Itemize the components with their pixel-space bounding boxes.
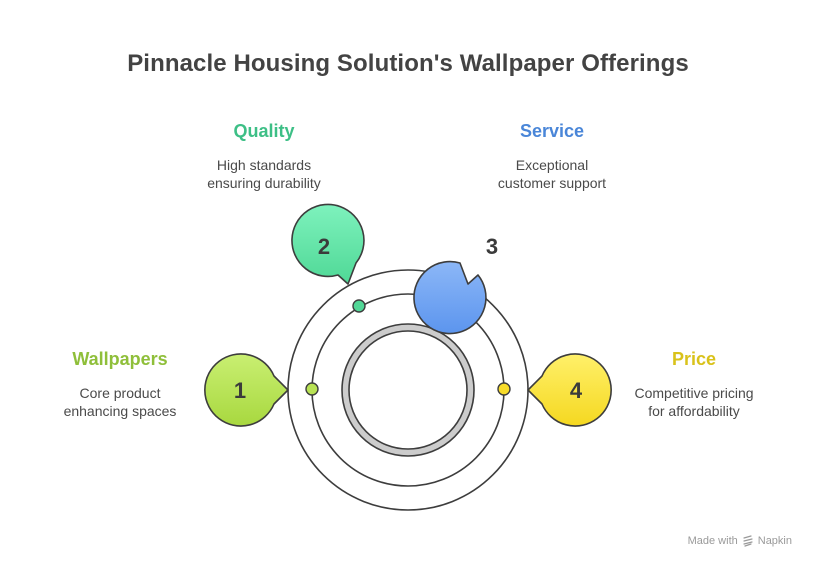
bubble-2: 2	[291, 203, 365, 285]
label-wallpapers: Wallpapers	[72, 349, 168, 369]
svg-text:3: 3	[486, 234, 498, 259]
desc-service: Exceptional customer support	[472, 156, 632, 192]
bubble-3: 3	[413, 234, 498, 335]
desc-wallpapers-line1: Core product	[79, 385, 161, 401]
dot-quality	[352, 299, 366, 313]
page-title: Pinnacle Housing Solution's Wallpaper Of…	[127, 50, 689, 77]
svg-text:1: 1	[234, 378, 246, 403]
desc-service-line2: customer support	[497, 175, 607, 191]
desc-price-line2: for affordability	[648, 403, 740, 419]
dot-price	[497, 382, 511, 396]
bubble-4: 4	[527, 353, 612, 427]
napkin-logo-icon	[743, 535, 753, 547]
desc-price-line1: Competitive pricing	[634, 385, 754, 401]
svg-text:4: 4	[570, 378, 583, 403]
label-quality: Quality	[233, 121, 295, 141]
desc-wallpapers-line2: enhancing spaces	[63, 403, 177, 419]
bubble-1: 1	[204, 353, 289, 427]
svg-text:2: 2	[318, 234, 330, 259]
label-price: Price	[671, 349, 717, 369]
desc-quality-line2: ensuring durability	[207, 175, 321, 191]
core-circle	[348, 330, 468, 450]
desc-wallpapers: Core product enhancing spaces	[40, 384, 200, 420]
made-with-text: Made with	[687, 535, 738, 547]
label-service: Service	[519, 121, 585, 141]
desc-price: Competitive pricing for affordability	[614, 384, 774, 420]
desc-quality: High standards ensuring durability	[184, 156, 344, 192]
footer-attribution[interactable]: Made with Napkin	[688, 535, 792, 547]
desc-quality-line1: High standards	[216, 157, 312, 173]
napkin-brand-text: Napkin	[757, 535, 792, 547]
dot-wallpapers	[305, 382, 319, 396]
desc-service-line1: Exceptional	[515, 157, 589, 173]
